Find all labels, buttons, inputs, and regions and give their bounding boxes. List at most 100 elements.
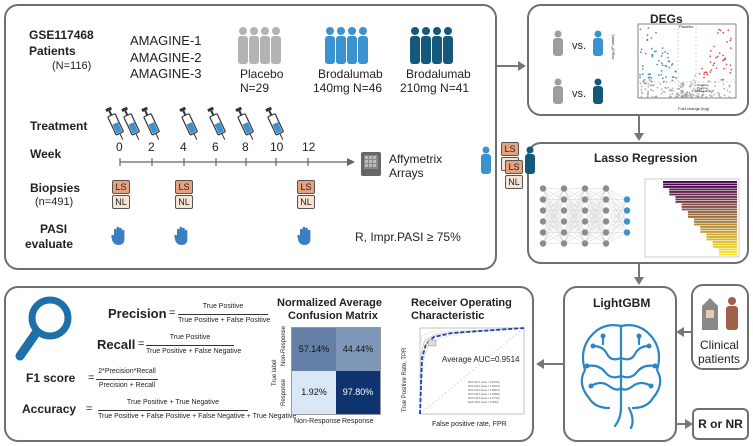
- volcano-point: [701, 94, 703, 97]
- volcano-point: [730, 68, 733, 71]
- network-node: [602, 196, 610, 203]
- volcano-point: [665, 87, 667, 90]
- volcano-point: [675, 77, 677, 79]
- volcano-point: [729, 64, 732, 67]
- equals-sign: =: [88, 372, 95, 384]
- volcano-point: [683, 83, 685, 86]
- volcano-point: [667, 56, 669, 59]
- volcano-point: [676, 87, 679, 90]
- volcano-point: [728, 96, 731, 98]
- volcano-point: [693, 87, 695, 90]
- biopsies-label: Biopsies: [30, 181, 81, 195]
- volcano-tag: Placebo: [679, 24, 694, 29]
- week-timeline: [119, 158, 355, 166]
- flow-arrow: [634, 116, 644, 141]
- precision-numerator: True Positive: [202, 303, 244, 310]
- volcano-point: [715, 67, 718, 69]
- lesional-tag: LS: [297, 180, 315, 194]
- volcano-point: [728, 85, 731, 88]
- lasso-bar: [712, 246, 737, 248]
- lasso-title: Lasso Regression: [594, 151, 698, 165]
- volcano-point: [639, 76, 641, 79]
- lasso-bar: [712, 243, 737, 246]
- lasso-bar: [718, 248, 737, 251]
- volcano-point: [639, 73, 641, 76]
- volcano-point: [700, 96, 703, 98]
- volcano-point: [723, 94, 726, 96]
- volcano-xlabel: Fold change (log): [678, 106, 710, 111]
- volcano-point: [680, 92, 683, 95]
- volcano-point: [702, 90, 705, 93]
- volcano-point: [692, 79, 695, 81]
- volcano-point: [660, 69, 663, 72]
- f1-label: F1 score: [26, 371, 76, 385]
- confusion-value: 1.92%: [301, 387, 327, 397]
- volcano-point: [640, 85, 643, 88]
- volcano-point: [715, 56, 717, 59]
- network-node: [602, 240, 610, 247]
- volcano-point: [696, 95, 699, 97]
- volcano-point: [726, 89, 729, 92]
- volcano-point: [688, 91, 691, 94]
- volcano-point: [691, 89, 694, 91]
- volcano-point: [655, 31, 657, 34]
- fraction-bar: [98, 410, 248, 411]
- volcano-point: [657, 74, 660, 77]
- volcano-point: [671, 63, 674, 65]
- biopsies-count: (n=491): [35, 196, 74, 208]
- syringe-icons: [103, 105, 288, 143]
- volcano-point: [693, 81, 696, 84]
- volcano-point: [681, 86, 684, 89]
- volcano-point: [665, 81, 668, 84]
- volcano-plot: [637, 23, 737, 99]
- volcano-point: [669, 94, 672, 96]
- legend-entry: ROC fold 4 (area = 0.93699): [468, 393, 500, 396]
- volcano-point: [664, 50, 666, 53]
- lasso-bar: [663, 186, 737, 188]
- volcano-point: [670, 96, 672, 98]
- volcano-point: [700, 88, 703, 91]
- volcano-point: [650, 37, 653, 39]
- output-panel: [692, 408, 749, 440]
- group-detail: 140mg N=46: [313, 81, 383, 95]
- network-node: [560, 196, 568, 203]
- network-node: [623, 196, 631, 203]
- confusion-title-2: Confusion Matrix: [288, 310, 378, 322]
- volcano-point: [718, 94, 720, 97]
- neural-network-diagram: [539, 185, 631, 247]
- volcano-point: [643, 82, 646, 85]
- network-node: [581, 196, 589, 203]
- volcano-point: [684, 94, 687, 97]
- volcano-point: [705, 96, 708, 98]
- confusion-ytick: Response: [281, 378, 287, 406]
- volcano-point: [694, 84, 696, 87]
- volcano-point: [640, 88, 643, 91]
- output-label: R or NR: [698, 417, 743, 431]
- biopsy-samples: LS NL: [112, 180, 130, 210]
- volcano-point: [668, 89, 671, 92]
- week-tick: 4: [180, 140, 187, 154]
- network-node: [560, 218, 568, 225]
- volcano-point: [671, 92, 674, 95]
- volcano-point: [729, 39, 732, 42]
- accuracy-denominator: True Positive + False Positive + False N…: [98, 413, 297, 420]
- magnifier-icon: [15, 296, 72, 361]
- sample-stack: LS NL: [505, 160, 523, 190]
- volcano-point: [662, 80, 665, 83]
- volcano-point: [654, 96, 657, 98]
- roc-legend: ROC fold 1 (area = 0.92761) ROC fold 2 (…: [468, 381, 500, 405]
- volcano-point: [689, 94, 692, 97]
- volcano-point: [710, 50, 712, 52]
- confusion-xtick: Non-Response: [294, 418, 341, 425]
- lasso-bar: [700, 228, 737, 231]
- volcano-point: [682, 96, 684, 98]
- group-detail: N=29: [240, 81, 270, 95]
- volcano-point: [713, 62, 716, 65]
- clinical-label-2: patients: [698, 352, 741, 366]
- volcano-point: [723, 87, 726, 90]
- lasso-bar: [687, 216, 737, 218]
- week-tick: 0: [116, 140, 123, 154]
- network-node: [581, 229, 589, 236]
- volcano-point: [671, 79, 674, 82]
- volcano-point: [718, 28, 720, 31]
